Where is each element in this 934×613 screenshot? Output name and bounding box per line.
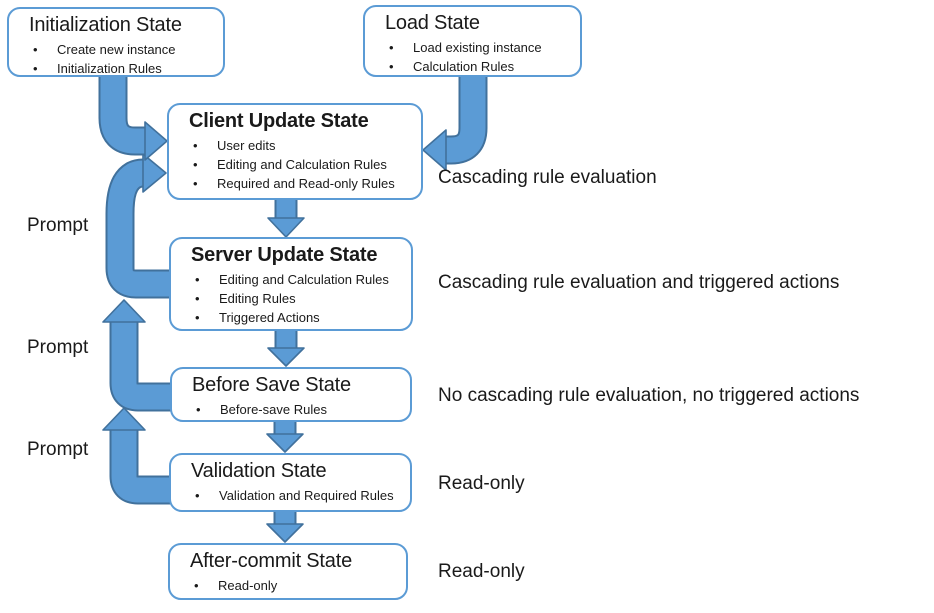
- bullet-item: Before-save Rules: [192, 400, 402, 419]
- state-box-initialization: Initialization State Create new instance…: [7, 7, 225, 78]
- box-title: Validation State: [191, 460, 327, 482]
- annotation-client-update: Cascading rule evaluation: [438, 167, 657, 188]
- bullet-item: Initialization Rules: [29, 59, 215, 78]
- bullet-item: Create new instance: [29, 40, 215, 59]
- arrow-server-to-before: [267, 325, 305, 367]
- arrow-prompt-validation-to-before: [102, 407, 176, 505]
- prompt-label-2: Prompt: [27, 337, 89, 358]
- arrow-prompt-before-to-server: [102, 299, 176, 412]
- arrow-init-to-client: [98, 70, 168, 161]
- bullet-list: Load existing instance Calculation Rules: [385, 38, 572, 76]
- arrow-prompt-server-to-client: [105, 153, 176, 299]
- state-box-server-update: Server Update State Editing and Calculat…: [169, 237, 413, 331]
- bullet-item: Editing Rules: [191, 289, 403, 308]
- bullet-item: Validation and Required Rules: [191, 486, 402, 505]
- box-title: After-commit State: [190, 550, 352, 572]
- prompt-label-3: Prompt: [27, 439, 89, 460]
- annotation-before-save: No cascading rule evaluation, no trigger…: [438, 385, 860, 406]
- bullet-list: Before-save Rules: [192, 400, 402, 419]
- box-title: Client Update State: [189, 110, 369, 132]
- box-title: Initialization State: [29, 14, 182, 36]
- box-title: Server Update State: [191, 244, 378, 266]
- state-box-before-save: Before Save State Before-save Rules: [170, 367, 412, 422]
- bullet-item: Calculation Rules: [385, 57, 572, 76]
- state-box-validation: Validation State Validation and Required…: [169, 453, 412, 512]
- state-box-after-commit: After-commit State Read-only: [168, 543, 408, 600]
- arrow-load-to-client: [422, 70, 488, 171]
- state-box-client-update: Client Update State User edits Editing a…: [167, 103, 423, 200]
- bullet-item: Required and Read-only Rules: [189, 174, 413, 193]
- bullet-item: Editing and Calculation Rules: [191, 270, 403, 289]
- bullet-list: Read-only: [190, 576, 398, 595]
- bullet-list: Create new instance Initialization Rules: [29, 40, 215, 78]
- bullet-list: User edits Editing and Calculation Rules…: [189, 136, 413, 193]
- bullet-list: Validation and Required Rules: [191, 486, 402, 505]
- state-box-load: Load State Load existing instance Calcul…: [363, 5, 582, 77]
- arrow-client-to-server: [267, 194, 305, 238]
- bullet-list: Editing and Calculation Rules Editing Ru…: [191, 270, 403, 327]
- box-title: Before Save State: [192, 374, 351, 396]
- annotation-after-commit: Read-only: [438, 561, 525, 582]
- bullet-item: Editing and Calculation Rules: [189, 155, 413, 174]
- annotation-server-update: Cascading rule evaluation and triggered …: [438, 272, 840, 293]
- bullet-item: Triggered Actions: [191, 308, 403, 327]
- bullet-item: Read-only: [190, 576, 398, 595]
- prompt-label-1: Prompt: [27, 215, 89, 236]
- bullet-item: Load existing instance: [385, 38, 572, 57]
- box-title: Load State: [385, 12, 480, 34]
- annotation-validation: Read-only: [438, 473, 525, 494]
- bullet-item: User edits: [189, 136, 413, 155]
